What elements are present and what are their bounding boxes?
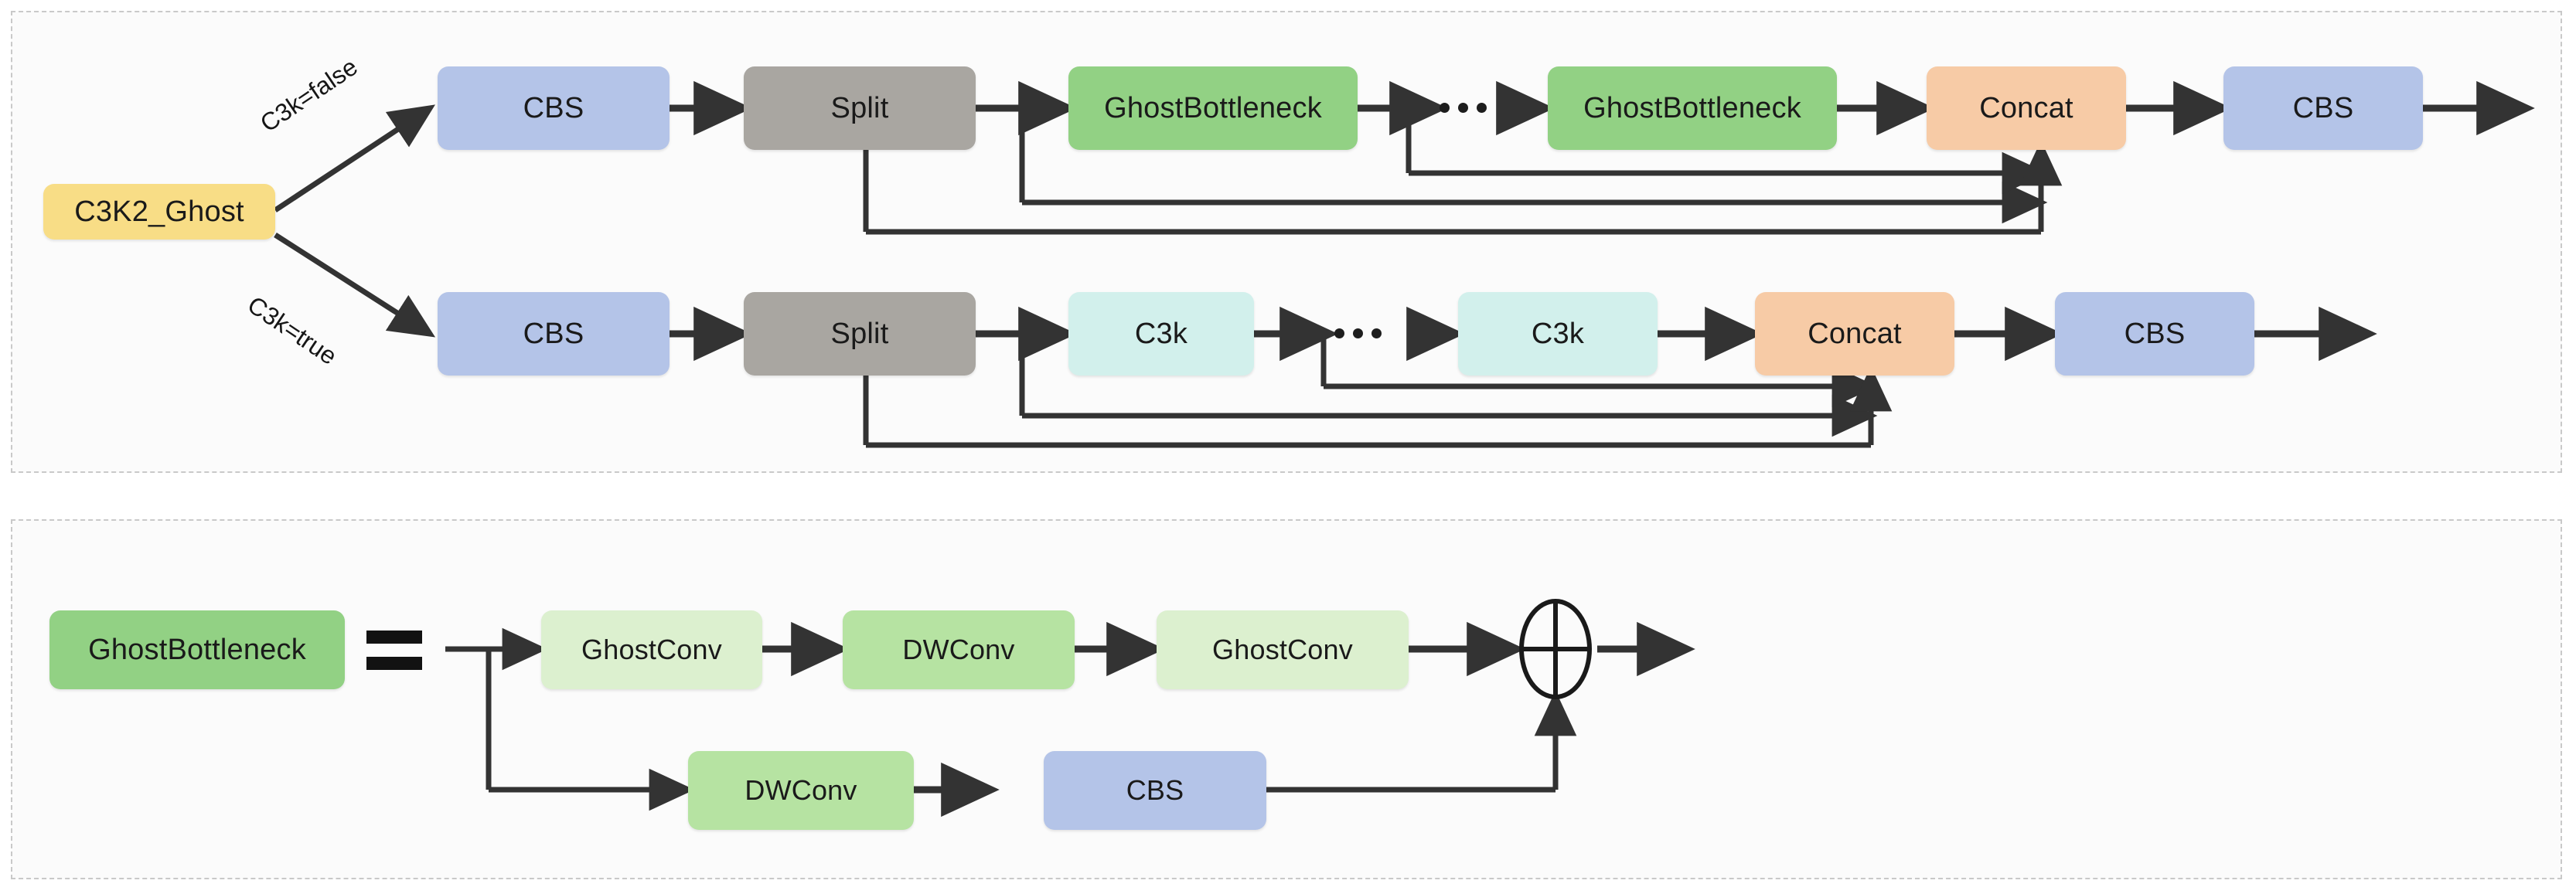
node-dwconv-1[interactable]: DWConv [843, 610, 1075, 689]
node-true-c3k-1[interactable]: C3k [1068, 292, 1254, 376]
ellipsis-true [1334, 328, 1382, 338]
node-true-cbs-2[interactable]: CBS [2055, 292, 2254, 376]
node-false-concat[interactable]: Concat [1927, 66, 2126, 150]
node-true-cbs-1[interactable]: CBS [438, 292, 670, 376]
node-false-cbs-1[interactable]: CBS [438, 66, 670, 150]
node-c3k2-ghost[interactable]: C3K2_Ghost [43, 184, 275, 240]
node-false-split[interactable]: Split [744, 66, 976, 150]
node-false-cbs-2[interactable]: CBS [2223, 66, 2423, 150]
ellipsis-false [1440, 103, 1487, 113]
node-true-concat[interactable]: Concat [1755, 292, 1954, 376]
ghostbottleneck-panel [11, 519, 2562, 879]
node-true-c3k-2[interactable]: C3k [1458, 292, 1658, 376]
node-def-ghostbottleneck[interactable]: GhostBottleneck [49, 610, 345, 689]
node-ghostconv-2[interactable]: GhostConv [1157, 610, 1409, 689]
node-false-ghostbottleneck-1[interactable]: GhostBottleneck [1068, 66, 1358, 150]
node-dwconv-2[interactable]: DWConv [688, 751, 914, 830]
node-true-split[interactable]: Split [744, 292, 976, 376]
node-false-ghostbottleneck-2[interactable]: GhostBottleneck [1548, 66, 1837, 150]
node-shortcut-cbs[interactable]: CBS [1044, 751, 1266, 830]
node-ghostconv-1[interactable]: GhostConv [541, 610, 762, 689]
equals-sign [366, 623, 422, 677]
